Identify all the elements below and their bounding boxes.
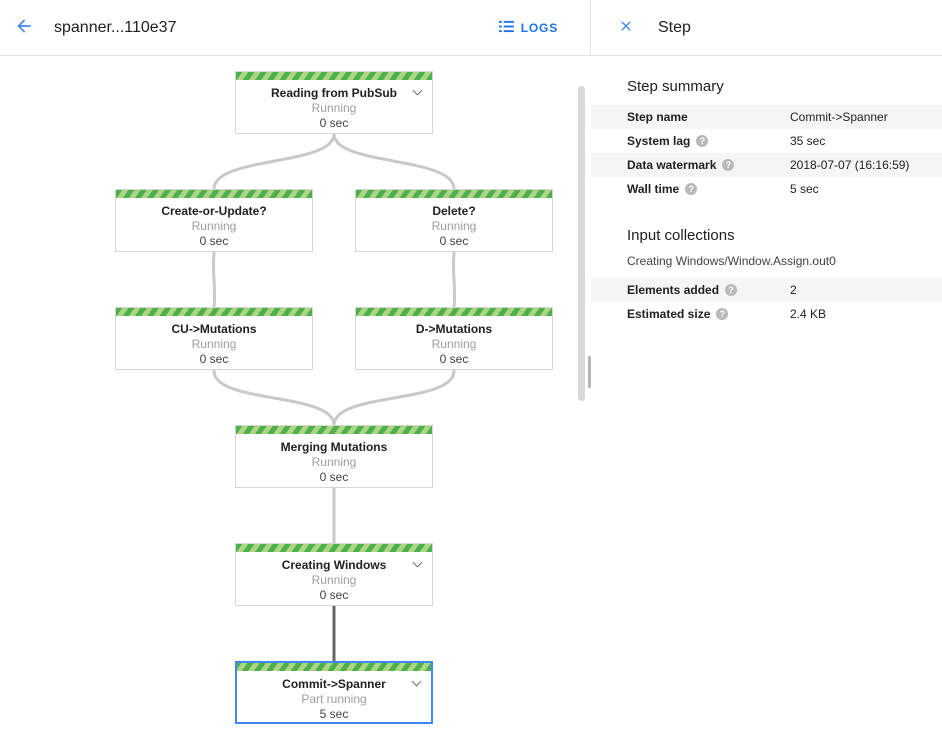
running-progress-stripe <box>116 308 312 316</box>
node-status: Running <box>191 337 237 351</box>
node-time: 0 sec <box>319 470 349 484</box>
row-label: System lag <box>627 134 790 148</box>
node-time: 0 sec <box>199 352 229 366</box>
graph-node-cu-mutations[interactable]: CU->Mutations Running 0 sec <box>115 307 313 370</box>
node-title: Delete? <box>432 204 476 218</box>
step-summary-heading: Step summary <box>627 78 724 95</box>
node-title: CU->Mutations <box>171 322 257 336</box>
running-progress-stripe <box>236 426 432 434</box>
running-progress-stripe <box>236 544 432 552</box>
row-label: Estimated size <box>627 307 790 321</box>
step-panel-header: Step <box>591 0 942 55</box>
node-status: Running <box>431 219 477 233</box>
running-progress-stripe <box>236 72 432 80</box>
node-title: D->Mutations <box>415 322 493 336</box>
node-title: Reading from PubSub <box>271 86 397 100</box>
row-label-text: Wall time <box>627 182 680 196</box>
summary-row-data-watermark: Data watermark 2018-07-07 (16:16:59) <box>591 153 942 177</box>
logs-button[interactable]: LOGS <box>493 19 564 37</box>
row-label: Wall time <box>627 182 790 196</box>
row-value: 2018-07-07 (16:16:59) <box>790 158 910 172</box>
running-progress-stripe <box>356 190 552 198</box>
input-collection-name: Creating Windows/Window.Assign.out0 <box>627 254 836 268</box>
row-value: 5 sec <box>790 182 819 196</box>
logs-list-icon <box>498 20 514 36</box>
help-icon[interactable] <box>716 308 729 320</box>
row-label-text: System lag <box>627 134 691 148</box>
node-title: Commit->Spanner <box>282 677 386 691</box>
running-progress-stripe <box>356 308 552 316</box>
node-time: 5 sec <box>319 707 349 721</box>
node-status: Part running <box>301 692 367 706</box>
help-icon[interactable] <box>685 183 698 195</box>
arrow-left-icon <box>14 16 34 39</box>
graph-node-reading-from-pubsub[interactable]: Reading from PubSub Running 0 sec <box>235 71 433 134</box>
input-row-elements-added: Elements added 2 <box>591 278 942 302</box>
row-label-text: Estimated size <box>627 307 711 321</box>
summary-row-step-name: Step name Commit->Spanner <box>591 105 942 129</box>
row-value: 2.4 KB <box>790 307 827 321</box>
graph-node-creating-windows[interactable]: Creating Windows Running 0 sec <box>235 543 433 606</box>
node-time: 0 sec <box>319 588 349 602</box>
job-graph-panel: Reading from PubSub Running 0 sec Create… <box>0 56 591 735</box>
node-time: 0 sec <box>319 116 349 130</box>
help-icon[interactable] <box>696 135 709 147</box>
row-value: Commit->Spanner <box>790 110 888 124</box>
step-details-panel: Step summary Step name Commit->Spanner S… <box>591 56 942 735</box>
node-title: Create-or-Update? <box>161 204 267 218</box>
graph-scrollbar <box>576 56 586 735</box>
row-label: Elements added <box>627 283 790 297</box>
node-status: Running <box>311 101 357 115</box>
row-value: 35 sec <box>790 134 826 148</box>
row-label-text: Elements added <box>627 283 720 297</box>
node-status: Running <box>431 337 477 351</box>
graph-node-merging-mutations[interactable]: Merging Mutations Running 0 sec <box>235 425 433 488</box>
graph-node-d-mutations[interactable]: D->Mutations Running 0 sec <box>355 307 553 370</box>
panel-resize-grip[interactable] <box>588 356 591 388</box>
graph-node-delete[interactable]: Delete? Running 0 sec <box>355 189 553 252</box>
graph-scrollbar-thumb[interactable] <box>578 86 585 401</box>
node-status: Running <box>311 573 357 587</box>
summary-row-wall-time: Wall time 5 sec <box>591 177 942 201</box>
summary-row-system-lag: System lag 35 sec <box>591 129 942 153</box>
row-label-text: Data watermark <box>627 158 717 172</box>
step-panel-title: Step <box>658 18 691 36</box>
row-label: Data watermark <box>627 158 790 172</box>
back-button[interactable] <box>14 16 34 39</box>
row-label: Step name <box>627 110 790 124</box>
node-time: 0 sec <box>439 352 469 366</box>
job-title: spanner...110e37 <box>54 18 177 36</box>
graph-node-commit-spanner[interactable]: Commit->Spanner Part running 5 sec <box>235 661 433 724</box>
close-icon <box>618 18 634 37</box>
node-time: 0 sec <box>199 234 229 248</box>
graph-node-create-or-update[interactable]: Create-or-Update? Running 0 sec <box>115 189 313 252</box>
help-icon[interactable] <box>722 159 735 171</box>
row-value: 2 <box>790 283 797 297</box>
graph-edges <box>211 132 457 663</box>
node-status: Running <box>191 219 237 233</box>
close-step-panel-button[interactable] <box>618 18 634 37</box>
header-left: spanner...110e37 LOGS <box>0 0 591 55</box>
app-header: spanner...110e37 LOGS Step <box>0 0 942 56</box>
running-progress-stripe <box>237 663 431 671</box>
input-row-estimated-size: Estimated size 2.4 KB <box>591 302 942 326</box>
node-title: Creating Windows <box>281 558 387 572</box>
help-icon[interactable] <box>725 284 738 296</box>
row-label-text: Step name <box>627 110 688 124</box>
node-time: 0 sec <box>439 234 469 248</box>
node-title: Merging Mutations <box>280 440 388 454</box>
input-collections-heading: Input collections <box>627 227 735 244</box>
running-progress-stripe <box>116 190 312 198</box>
node-status: Running <box>311 455 357 469</box>
logs-button-label: LOGS <box>520 20 558 35</box>
